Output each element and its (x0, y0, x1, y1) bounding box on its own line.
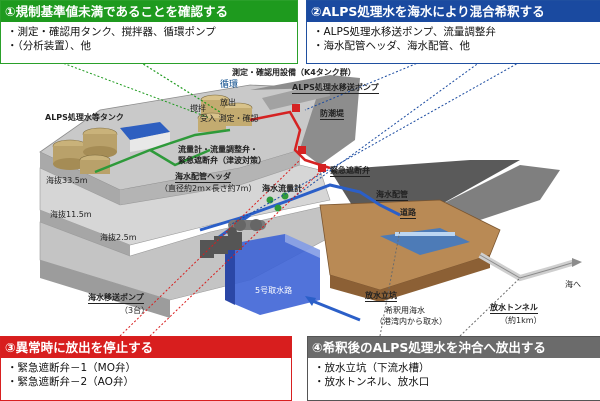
alps-tanks (52, 127, 118, 174)
label-release-stage: 放出 (220, 98, 236, 107)
intake-channel (225, 234, 320, 315)
panel-title: ②ALPS処理水を海水により混合希釈する (307, 1, 600, 22)
panel-confirm-standard: ①規制基準値未満であることを確認する ・測定・確認用タンク、撹拌器、循環ポンプ … (0, 0, 298, 64)
panel-item: ・放水立坑（下流水槽） (314, 362, 430, 374)
panel-offshore-release: ④希釈後のALPS処理水を沖合へ放出する ・放水立坑（下流水槽） ・放水トンネル… (307, 336, 600, 401)
callout-line-p3 (119, 159, 301, 337)
panel-title: ①規制基準値未満であることを確認する (1, 1, 297, 22)
label-seawater-pump: 海水移送ポンプ (88, 293, 144, 304)
label-intake: 5号取水路 (255, 286, 293, 295)
label-header-size: （直径約2m×長さ約7m） (160, 184, 257, 193)
panel-item: ・（分析装置）、他 (7, 40, 91, 52)
label-tunnel: 放水トンネル (490, 303, 538, 314)
panel-item: ・ALPS処理水移送ポンプ、流量調整弁 (313, 26, 496, 38)
seawall-block (250, 75, 360, 165)
label-road: 道路 (400, 208, 416, 219)
label-seawall: 防潮堤 (320, 109, 344, 120)
label-emergency-valve: 緊急遮断弁（津波対策） (178, 156, 266, 165)
label-stages: 受入 測定・確認 (200, 114, 259, 123)
label-emergency-valve-2: 緊急遮断弁 (330, 166, 370, 177)
terrace-11m-front (40, 210, 130, 256)
green-pipe (94, 128, 231, 174)
panel-emergency-stop: ③異常時に放出を停止する ・緊急遮断弁－1（MO弁） ・緊急遮断弁－2（AO弁） (0, 336, 292, 401)
label-header: 海水配管ヘッダ (175, 172, 231, 183)
label-alps-pump: ALPS処理水移送ポンプ (292, 83, 379, 94)
panel-item: ・緊急遮断弁－2（AO弁） (7, 376, 134, 388)
panel-item: ・海水配管ヘッダ、海水配管、他 (313, 40, 470, 52)
label-pump-count: （3台） (120, 306, 150, 315)
label-flowmeter: 流量計・流量調整弁・ (178, 145, 258, 154)
label-elev-11: 海抜11.5m (50, 210, 92, 219)
label-dilution-water: 希釈用海水 (385, 306, 425, 315)
panel-item: ・緊急遮断弁－1（MO弁） (7, 362, 137, 374)
panel-title: ④希釈後のALPS処理水を沖合へ放出する (308, 337, 600, 358)
seawater-pumps (200, 232, 242, 258)
panel-item: ・放水トンネル、放水口 (314, 376, 430, 388)
plateau-side (120, 150, 300, 205)
panel-item: ・測定・確認用タンク、撹拌器、循環ポンプ (7, 26, 216, 38)
label-mixing: 撹拌 (190, 104, 206, 113)
k4-tanks (197, 94, 253, 132)
control-building (120, 122, 170, 140)
label-seawater-pipe: 海水配管 (376, 190, 408, 201)
panel-title: ③異常時に放出を停止する (1, 337, 291, 358)
panel-mix-dilute: ②ALPS処理水を海水により混合希釈する ・ALPS処理水移送ポンプ、流量調整弁… (306, 0, 600, 64)
label-alps-tanks: ALPS処理水等タンク (45, 113, 124, 122)
label-measurement-facility: 測定・確認用設備（K4タンク群） (232, 68, 356, 77)
label-tunnel-length: （約1km） (500, 316, 542, 325)
label-recirculation: 循環 (220, 80, 239, 90)
callout-line-p2 (304, 61, 421, 111)
road-area (330, 160, 520, 210)
label-shaft: 放水立坑 (365, 291, 397, 302)
label-to-sea: 海へ (565, 280, 581, 289)
red-pipe (249, 110, 331, 170)
callout-line-p4 (379, 229, 401, 337)
label-dilution-water-2: （港湾内から取水） (375, 317, 447, 326)
label-elev-33: 海抜33.5m (46, 176, 88, 185)
label-elev-25: 海抜2.5m (100, 233, 137, 242)
label-seawater-flow: 海水流量計 (262, 184, 302, 193)
